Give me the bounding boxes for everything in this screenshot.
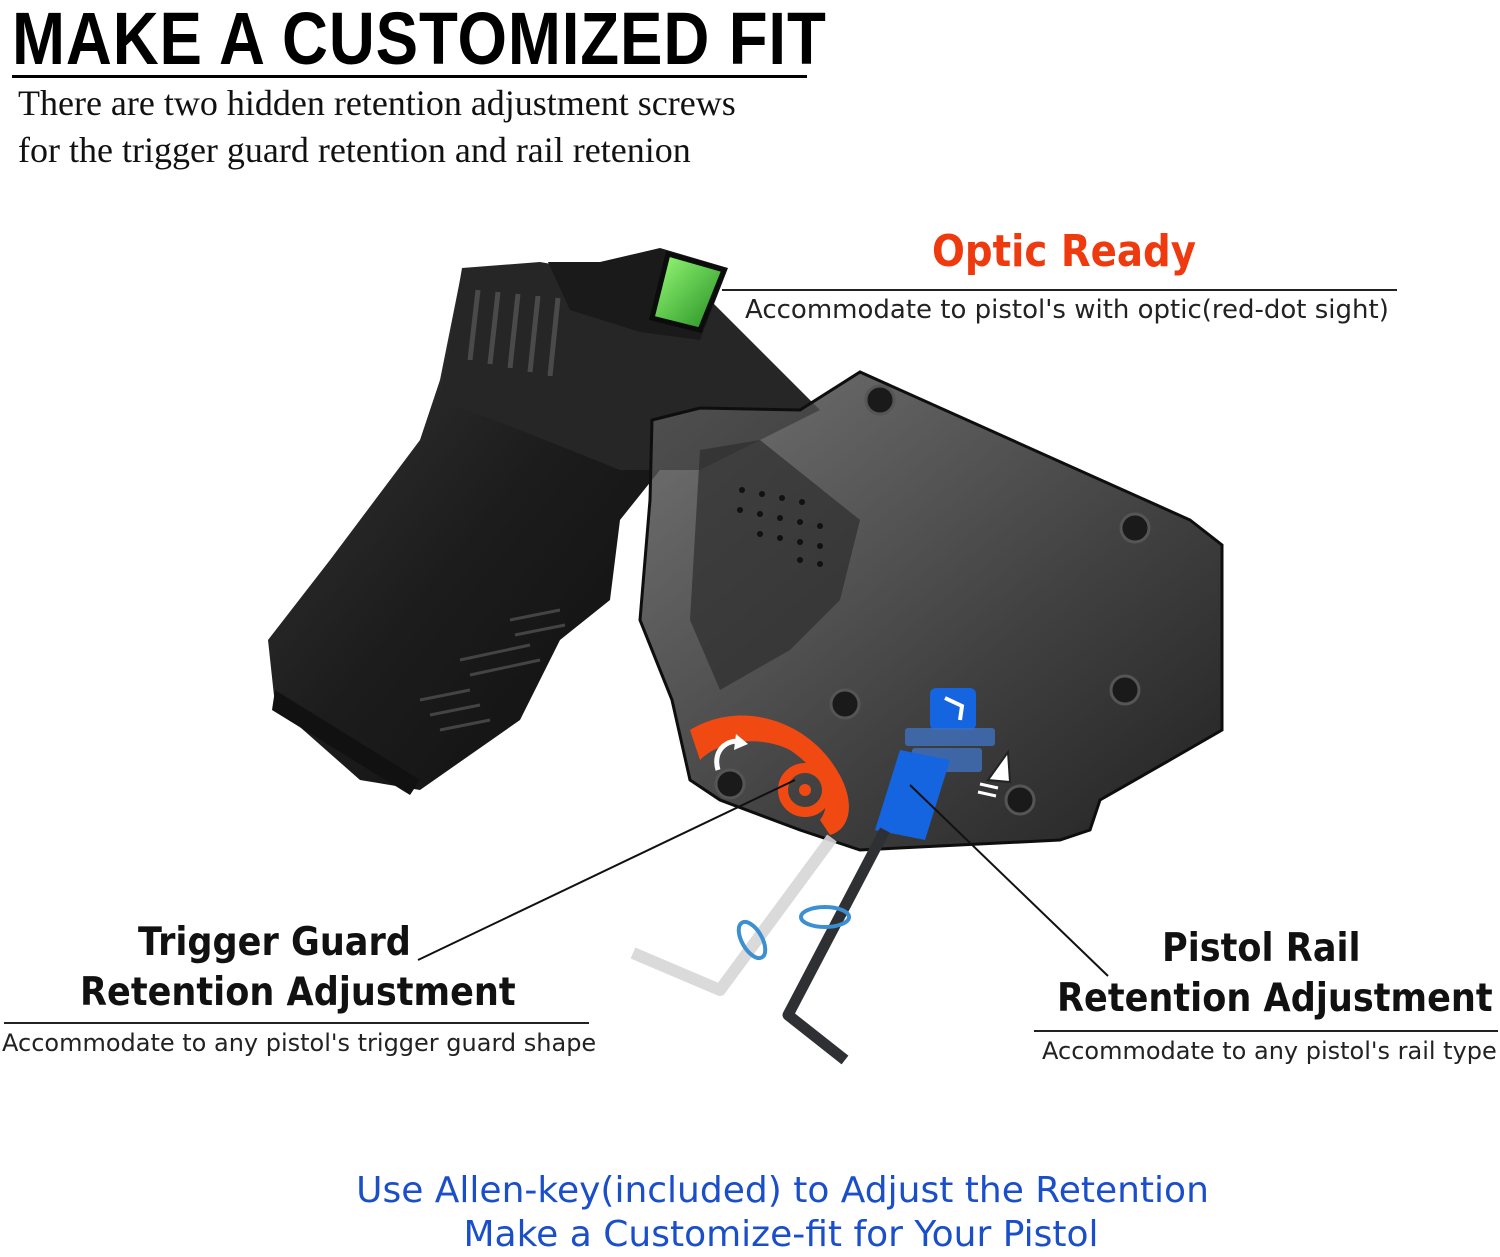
page-title: MAKE A CUSTOMIZED FIT (12, 0, 827, 80)
trigger-guard-divider (4, 1022, 589, 1024)
callout-leader-lines (417, 779, 1109, 977)
red-dot-sight-icon (548, 248, 728, 340)
intro-text: There are two hidden retention adjustmen… (18, 80, 736, 174)
footer-line-1: Use Allen-key(included) to Adjust the Re… (356, 1170, 1209, 1211)
trigger-guard-screw-icon (690, 715, 849, 835)
optic-ready-description: Accommodate to pistol's with optic(red-d… (745, 295, 1389, 325)
trigger-guard-title-line-1: Trigger Guard (138, 920, 411, 965)
optic-divider (722, 289, 1397, 291)
footer-line-2: Make a Customize-fit for Your Pistol (463, 1214, 1099, 1255)
rail-screw-icon (875, 688, 1012, 840)
allen-key-icon (630, 827, 890, 1065)
optic-ready-title: Optic Ready (932, 226, 1197, 277)
title-divider (12, 75, 807, 78)
trigger-guard-description: Accommodate to any pistol's trigger guar… (2, 1029, 597, 1057)
pistol-rail-title-line-2: Retention Adjustment (1057, 976, 1493, 1021)
intro-line-2: for the trigger guard retention and rail… (18, 130, 691, 170)
rotate-arrow-icon (736, 905, 851, 961)
pistol-rail-description: Accommodate to any pistol's rail type (1042, 1037, 1497, 1065)
intro-line-1: There are two hidden retention adjustmen… (18, 83, 736, 123)
trigger-guard-title-line-2: Retention Adjustment (80, 970, 516, 1015)
pistol-rail-title-line-1: Pistol Rail (1162, 926, 1361, 971)
pistol-rail-divider (1034, 1030, 1498, 1032)
